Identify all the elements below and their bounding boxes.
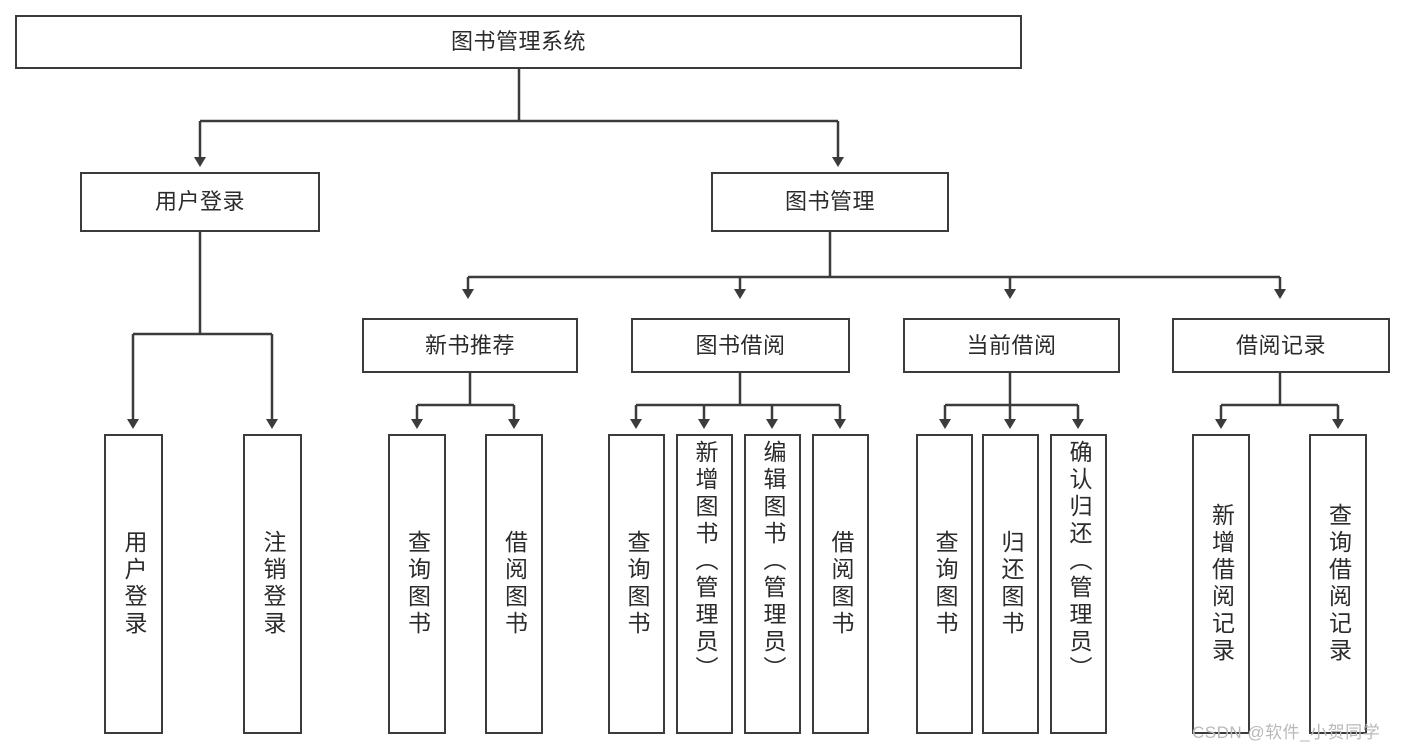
node-label: 查询图书 bbox=[932, 530, 958, 638]
leaf-current-borrow-return-books[interactable]: 归还图书 bbox=[982, 434, 1039, 734]
node-label: 查询图书 bbox=[404, 530, 431, 638]
node-label: 新增图书（管理员） bbox=[692, 440, 718, 683]
leaf-user-login-logout[interactable]: 注销登录 bbox=[243, 434, 302, 734]
node-label: 确认归还（管理员） bbox=[1066, 440, 1092, 683]
node-label: 注销登录 bbox=[260, 530, 286, 638]
leaf-book-borrow-borrow-books[interactable]: 借阅图书 bbox=[812, 434, 869, 734]
node-book-borrow[interactable]: 图书借阅 bbox=[631, 318, 850, 373]
node-label: 编辑图书（管理员） bbox=[760, 440, 786, 683]
node-current-borrow[interactable]: 当前借阅 bbox=[903, 318, 1120, 373]
leaf-new-book-query-books[interactable]: 查询图书 bbox=[388, 434, 446, 734]
leaf-book-borrow-query-books[interactable]: 查询图书 bbox=[608, 434, 665, 734]
node-book-management[interactable]: 图书管理 bbox=[711, 172, 949, 232]
node-label: 图书管理 bbox=[784, 189, 875, 215]
node-label: 查询图书 bbox=[624, 530, 650, 638]
node-label: 归还图书 bbox=[998, 530, 1024, 638]
leaf-borrow-record-add-record[interactable]: 新增借阅记录 bbox=[1192, 434, 1250, 734]
node-label: 借阅图书 bbox=[501, 530, 528, 638]
node-label: 图书管理系统 bbox=[450, 29, 586, 55]
leaf-user-login-login[interactable]: 用户登录 bbox=[104, 434, 163, 734]
node-root-book-management-system[interactable]: 图书管理系统 bbox=[15, 15, 1022, 69]
node-label: 查询借阅记录 bbox=[1325, 503, 1352, 665]
node-label: 借阅记录 bbox=[1235, 332, 1326, 358]
leaf-book-borrow-add-book-admin[interactable]: 新增图书（管理员） bbox=[676, 434, 733, 734]
node-user-login[interactable]: 用户登录 bbox=[80, 172, 320, 232]
node-label: 当前借阅 bbox=[966, 332, 1057, 358]
leaf-new-book-borrow-books[interactable]: 借阅图书 bbox=[485, 434, 543, 734]
node-label: 用户登录 bbox=[121, 530, 147, 638]
node-label: 图书借阅 bbox=[695, 332, 786, 358]
node-label: 新书推荐 bbox=[424, 332, 515, 358]
node-borrow-record[interactable]: 借阅记录 bbox=[1172, 318, 1390, 373]
leaf-current-borrow-query-books[interactable]: 查询图书 bbox=[916, 434, 973, 734]
node-label: 新增借阅记录 bbox=[1208, 503, 1235, 665]
leaf-book-borrow-edit-book-admin[interactable]: 编辑图书（管理员） bbox=[744, 434, 801, 734]
node-label: 用户登录 bbox=[154, 189, 245, 215]
node-label: 借阅图书 bbox=[828, 530, 854, 638]
node-new-book-recommend[interactable]: 新书推荐 bbox=[362, 318, 578, 373]
leaf-current-borrow-confirm-return-admin[interactable]: 确认归还（管理员） bbox=[1050, 434, 1107, 734]
leaf-borrow-record-query-record[interactable]: 查询借阅记录 bbox=[1309, 434, 1367, 734]
watermark-text: CSDN @软件_小贺同学 bbox=[1192, 723, 1381, 742]
